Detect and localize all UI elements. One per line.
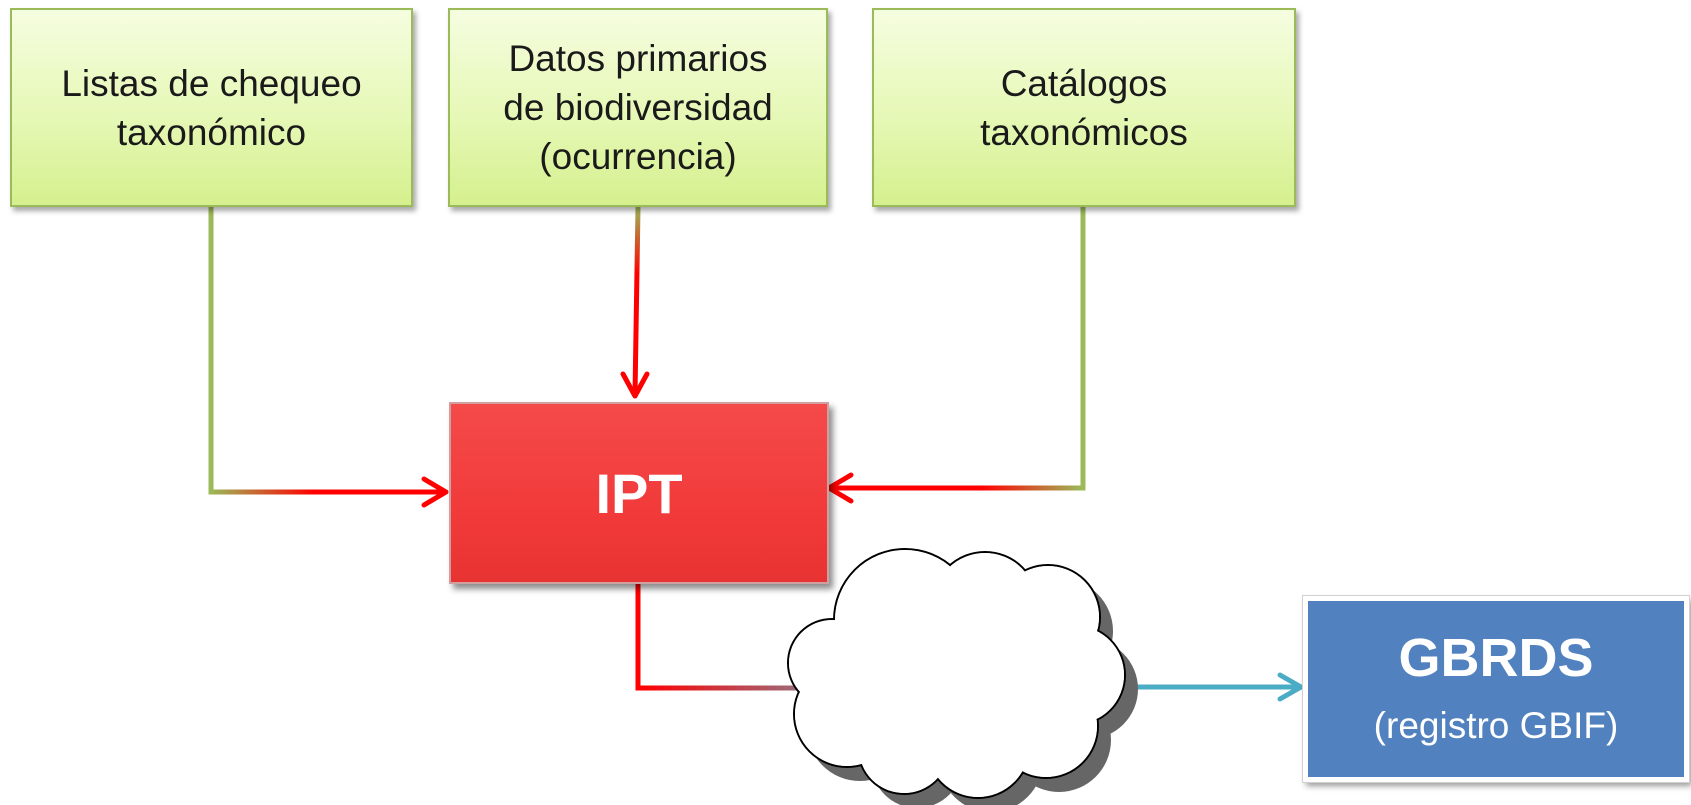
source-occurrence-line-2: de biodiversidad xyxy=(503,87,773,128)
connector-right xyxy=(832,207,1086,491)
arrowhead-middle xyxy=(620,371,650,399)
source-occurrence-line-3: (ocurrencia) xyxy=(539,136,737,177)
connector-left xyxy=(208,207,443,495)
ipt-box: IPT xyxy=(449,402,829,584)
arrowhead-right xyxy=(826,472,854,504)
connector-ipt-cloud xyxy=(635,584,800,691)
source-checklists-line-2: taxonómico xyxy=(116,111,307,153)
gbrds-subtitle: (registro GBIF) xyxy=(1373,705,1619,746)
source-occurrence-line-1: Datos primarios xyxy=(508,38,768,79)
source-checklists-line-1: Listas de chequeo xyxy=(61,62,362,104)
gbrds-title: GBRDS xyxy=(1398,628,1594,688)
gbrds-box: GBRDS (registro GBIF) xyxy=(1303,596,1689,782)
source-catalogs-line-2: taxonómicos xyxy=(980,111,1188,153)
cloud-fill xyxy=(789,550,1124,797)
connector-middle xyxy=(632,206,641,396)
source-box-catalogs: Catálogos taxonómicos xyxy=(872,8,1296,207)
arrowhead-left xyxy=(421,476,449,508)
ipt-label: IPT xyxy=(595,461,683,525)
source-box-checklists: Listas de chequeo taxonómico xyxy=(10,8,413,207)
source-catalogs-line-1: Catálogos xyxy=(1000,62,1168,104)
arrowhead-gbrds xyxy=(1277,672,1304,702)
source-box-occurrence: Datos primarios de biodiversidad (ocurre… xyxy=(448,8,828,207)
